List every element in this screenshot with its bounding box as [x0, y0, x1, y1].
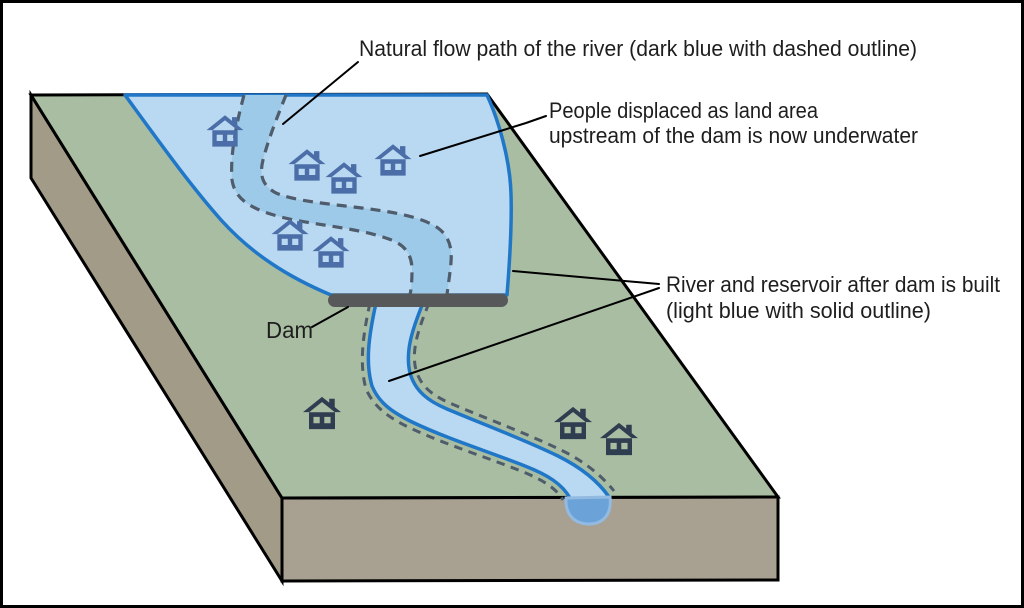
label-dam: Dam — [266, 317, 313, 343]
natural-flow-dashed-edge-east — [259, 94, 453, 296]
river-dashed-edge-north — [412, 302, 616, 492]
waterfall — [564, 495, 612, 526]
leader-natural-flow — [282, 61, 359, 125]
river-solid-edge-south — [366, 301, 572, 500]
label-river-reservoir-line1: River and reservoir after dam is built — [666, 272, 1000, 297]
natural-flow-channel — [231, 95, 452, 295]
leader-reservoir — [512, 270, 660, 285]
label-river-reservoir-line2: (light blue with solid outline) — [666, 298, 931, 323]
leader-dam — [311, 306, 349, 328]
natural-flow-dashed-edge-west — [230, 94, 414, 296]
river-solid-edge-north — [406, 301, 611, 499]
leader-river — [388, 287, 660, 382]
label-people-displaced-line2: upstream of the dam is now underwater — [549, 123, 918, 148]
label-people-displaced-line1: People displaced as land area — [549, 98, 819, 123]
land-block-front-face — [280, 495, 780, 583]
dam-bar — [328, 293, 508, 307]
leader-people-displaced — [419, 115, 547, 157]
downstream-river — [368, 303, 609, 498]
river-dashed-edge-south — [360, 302, 565, 501]
label-natural-flow-path: Natural flow path of the river (dark blu… — [359, 36, 917, 61]
